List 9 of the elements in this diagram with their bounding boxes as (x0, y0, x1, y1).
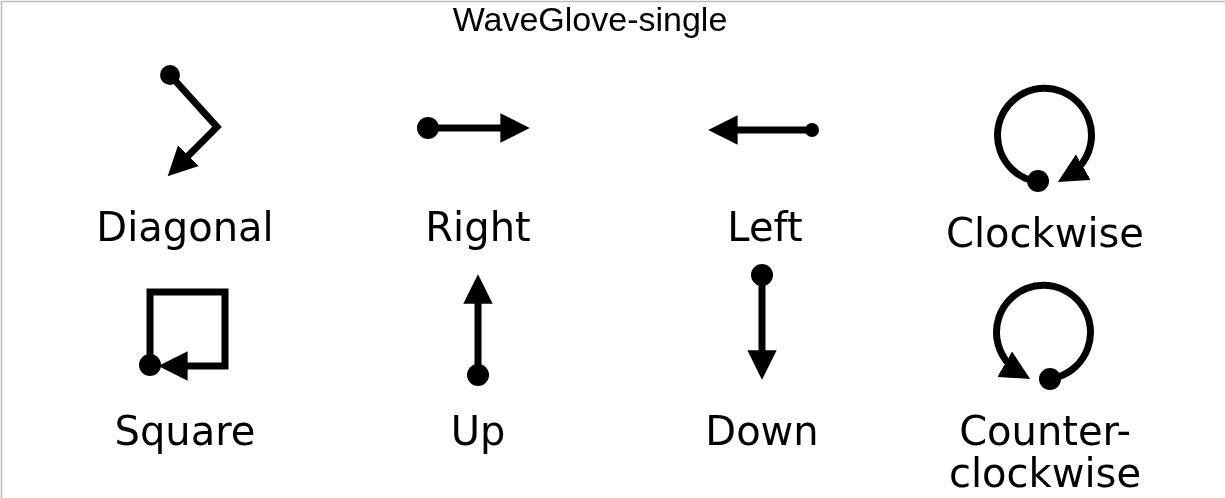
gesture-label: Diagonal (95, 206, 275, 248)
gesture-label: Square (113, 410, 257, 452)
gesture-label: Clockwise (945, 212, 1145, 254)
diagram-title: WaveGlove-single (451, 2, 729, 38)
gesture-label: Down (704, 410, 820, 452)
gesture-label: Up (449, 410, 507, 452)
gesture-label: Left (726, 206, 804, 248)
gesture-label: Right (424, 206, 532, 248)
gesture-label: Counter- clockwise (948, 410, 1142, 494)
